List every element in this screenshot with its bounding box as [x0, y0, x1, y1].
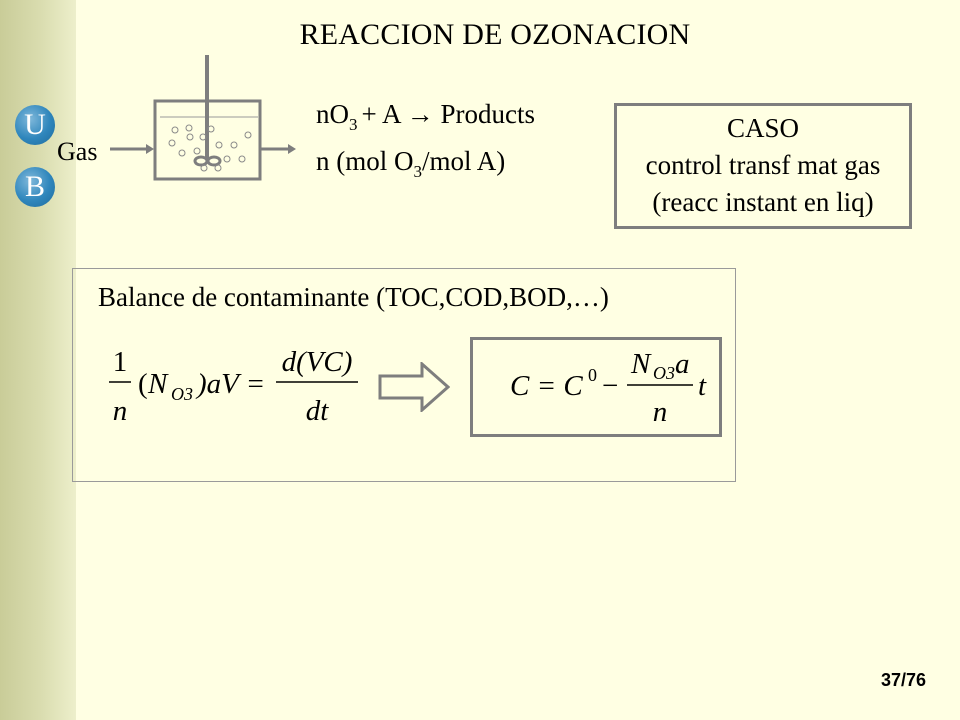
eq-frac-num: 1	[113, 346, 128, 378]
reaction-n-o: nO	[316, 99, 349, 129]
reaction-line2-sub: 3	[414, 162, 423, 181]
result-num-sub: O3	[653, 363, 675, 383]
slide-title: REACCION DE OZONACION	[299, 18, 691, 51]
eq-rhs-num: d(VC)	[282, 346, 353, 378]
caso-title: CASO	[726, 113, 800, 143]
result-num-a: a	[675, 348, 690, 380]
result-minus: −	[602, 370, 618, 402]
result-box	[470, 337, 722, 437]
eq-open-paren: (	[138, 368, 148, 400]
result-t: t	[698, 370, 707, 402]
caso-box: CASO control transf mat gas (reacc insta…	[614, 103, 912, 229]
result-num-N: N	[630, 348, 652, 380]
result-sup: 0	[588, 365, 597, 385]
eq-N-sub: O3	[171, 384, 193, 404]
caso-line-3: (reacc instant en liq)	[652, 187, 874, 217]
logo-b-icon: B	[15, 167, 55, 207]
result-lhs: C = C	[510, 370, 583, 402]
result-equation: C = C 0 − N O3 a n t	[510, 348, 707, 428]
reaction-sub-3: 3	[349, 115, 358, 134]
balance-equation: 1 n ( N O3 )aV = d(VC) dt	[109, 346, 358, 427]
eq-close-rest: )aV =	[195, 368, 265, 400]
implies-arrow-icon	[378, 362, 450, 412]
page-number: 37/76	[880, 670, 926, 690]
reaction-rest: + A → Products	[362, 99, 536, 129]
reactor-diagram-icon	[110, 55, 296, 181]
logo-u-icon: U	[15, 105, 55, 145]
svg-text:nO3+ A → Products: nO3+ A → Products	[316, 99, 535, 134]
reaction-equation: nO3+ A → Products n (mol O3/mol A)	[316, 99, 535, 181]
svg-text:n (mol O3/mol A): n (mol O3/mol A)	[316, 146, 505, 181]
balance-label: Balance de contaminante (TOC,COD,BOD,…)	[98, 282, 609, 312]
balance-box	[72, 268, 736, 482]
gas-label: Gas	[57, 137, 98, 166]
result-den: n	[653, 396, 668, 428]
eq-frac-den: n	[113, 395, 128, 427]
eq-rhs-den: dt	[306, 395, 330, 427]
eq-N: N	[147, 368, 169, 400]
caso-line-2: control transf mat gas	[645, 150, 881, 180]
reaction-line2-pre: n (mol O	[316, 146, 414, 176]
reaction-line2-post: /mol A)	[422, 146, 505, 176]
